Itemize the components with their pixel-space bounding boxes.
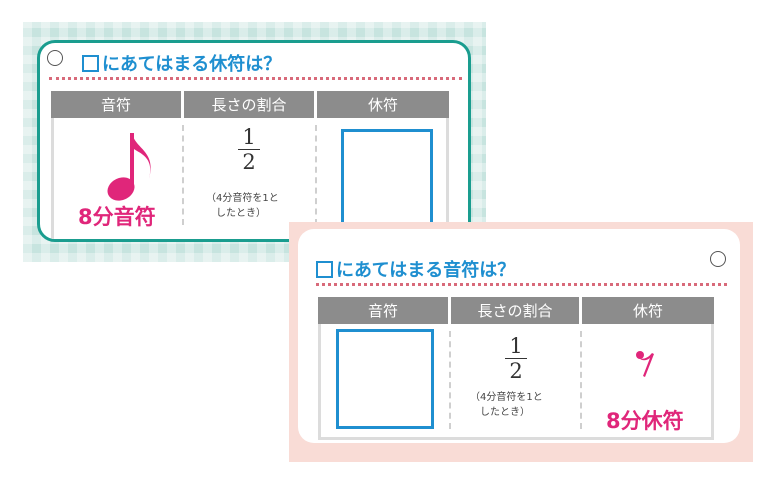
card-hole-icon [710,251,726,267]
ratio-note-line: （4分音符を1と [206,193,279,204]
header-ratio: 長さの割合 [184,91,314,118]
ratio-note-line: （4分音符を1と [470,392,543,403]
ratio-note: （4分音符を1と したとき） [470,390,543,420]
note-name: 8分音符 [78,205,156,229]
column-divider [449,331,451,429]
card-a-title-text: にあてはまる休符は？ [102,54,282,75]
card-a: にあてはまる休符は？ 音符 長さの割合 休符 8分音符 1 2 （4分音符を1と… [37,40,471,242]
answer-box[interactable] [336,329,434,429]
header-ratio: 長さの割合 [451,297,579,324]
blank-box-icon [82,54,99,72]
fraction: 1 2 [229,126,269,173]
fraction-bar [505,358,527,359]
header-note: 音符 [51,91,181,118]
column-divider [315,125,317,225]
card-b: にあてはまる音符は？ 音符 長さの割合 休符 1 2 （4分音符を1と したとき… [298,229,740,443]
fraction-denominator: 2 [509,359,523,383]
divider [49,77,462,80]
header-rest: 休符 [582,297,714,324]
fraction-numerator: 1 [509,334,523,358]
eighth-note-icon [107,133,151,201]
column-divider [182,125,184,225]
card-b-title-text: にあてはまる音符は？ [336,260,516,281]
divider [316,283,727,286]
fraction-numerator: 1 [242,125,256,149]
eighth-rest-icon [636,351,654,377]
fraction: 1 2 [496,335,536,382]
card-b-title: にあてはまる音符は？ [316,256,515,282]
fraction-denominator: 2 [242,150,256,174]
answer-box[interactable] [341,129,433,229]
ratio-note-line: したとき） [480,407,530,418]
rest-name: 8分休符 [606,409,684,433]
header-rest: 休符 [317,91,449,118]
card-hole-icon [47,50,63,66]
header-note: 音符 [318,297,448,324]
card-a-title: にあてはまる休符は？ [82,50,281,76]
column-divider [580,331,582,429]
fraction-bar [238,149,260,150]
ratio-note: （4分音符を1と したとき） [206,191,279,221]
ratio-note-line: したとき） [216,208,266,219]
blank-box-icon [316,260,333,278]
